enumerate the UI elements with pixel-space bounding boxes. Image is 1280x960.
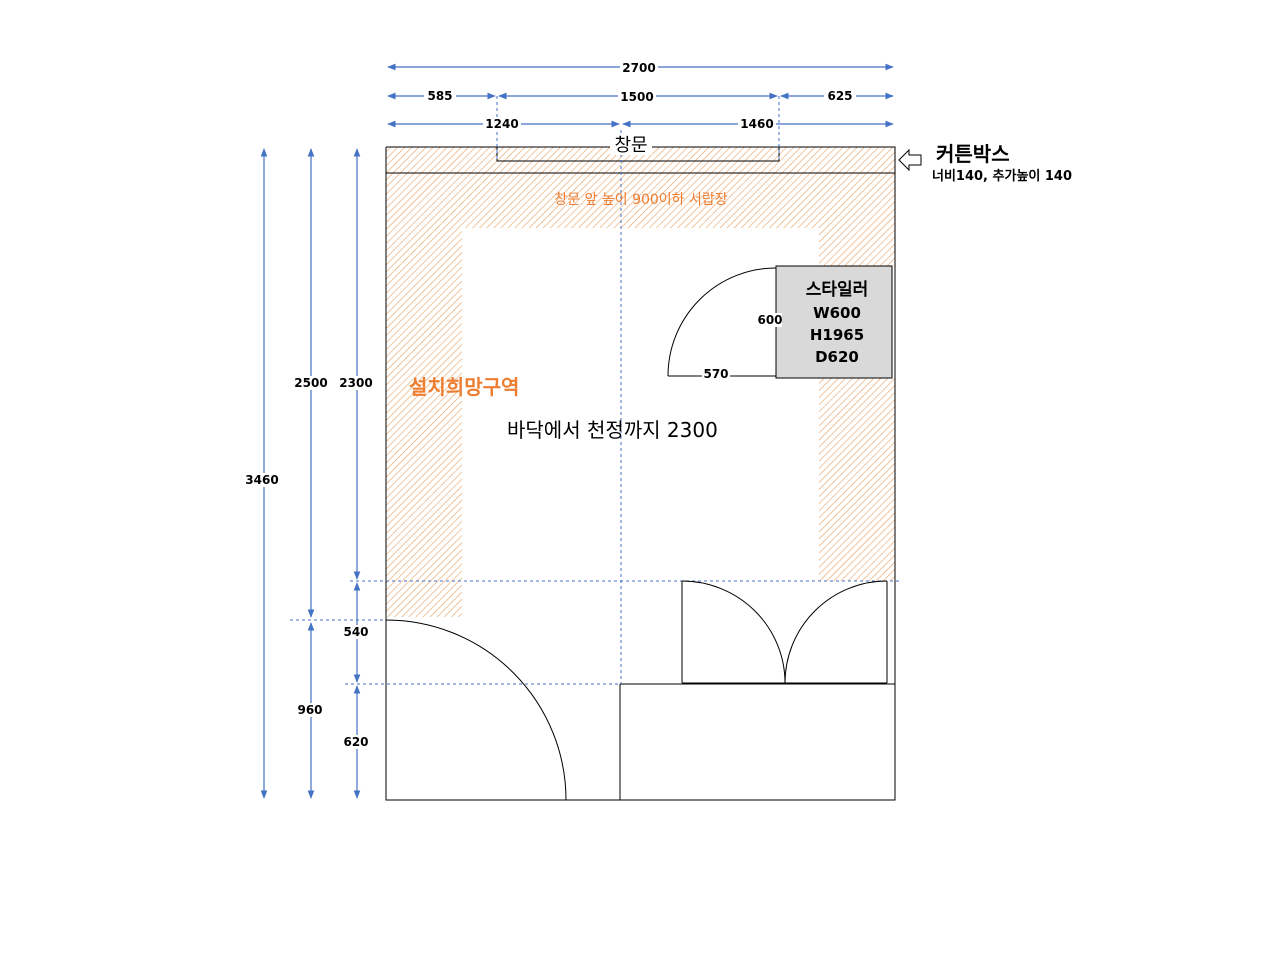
left-dimension-labels: 3460 2500 2300 540 960 620	[244, 376, 376, 749]
dim-540: 540	[343, 625, 368, 639]
hatched-zones	[386, 147, 895, 617]
dim-960: 960	[297, 703, 322, 717]
styler-name: 스타일러	[806, 280, 869, 300]
curtain-box-detail: 너비140, 추가높이 140	[932, 168, 1072, 184]
styler-width: W600	[813, 304, 861, 322]
dim-total-width: 2700	[622, 61, 655, 75]
window-label: 창문	[614, 135, 647, 156]
styler-unit: 스타일러 W600 H1965 D620 600 570	[667, 265, 893, 381]
dim-center-left-1240: 1240	[485, 117, 518, 131]
styler-depth: D620	[815, 348, 859, 366]
window-note: 창문 앞 높이 900이하 서랍장	[554, 192, 727, 208]
dim-2500: 2500	[294, 376, 327, 390]
arrow-left-icon	[898, 148, 922, 172]
dim-620: 620	[343, 735, 368, 749]
dim-left-585: 585	[427, 89, 452, 103]
styler-box	[775, 265, 893, 379]
styler-door-swing	[667, 267, 777, 377]
dim-right-625: 625	[827, 89, 852, 103]
install-zone-right-upper	[819, 228, 895, 266]
top-dimension-labels: 2700 585 1500 625 1240 1460	[424, 60, 856, 131]
drawer-zone-top	[386, 173, 895, 228]
install-zone-left	[386, 228, 462, 617]
styler-dim-570: 570	[703, 367, 728, 381]
ceiling-height-label: 바닥에서 천정까지 2300	[507, 418, 718, 442]
styler-height: H1965	[810, 326, 864, 344]
room-outline	[385, 146, 896, 801]
curtain-box-title: 커튼박스	[936, 142, 1010, 166]
dim-middle-1500: 1500	[620, 90, 653, 104]
dim-2300: 2300	[339, 376, 372, 390]
install-zone-label: 설치희망구역	[409, 375, 519, 399]
dim-center-right-1460: 1460	[740, 117, 773, 131]
dim-total-height: 3460	[245, 473, 278, 487]
entrance-door	[385, 619, 567, 801]
styler-dim-600: 600	[757, 313, 782, 327]
closet-double-door	[681, 580, 888, 684]
window-recess	[496, 147, 780, 162]
install-zone-right-lower	[819, 378, 895, 581]
